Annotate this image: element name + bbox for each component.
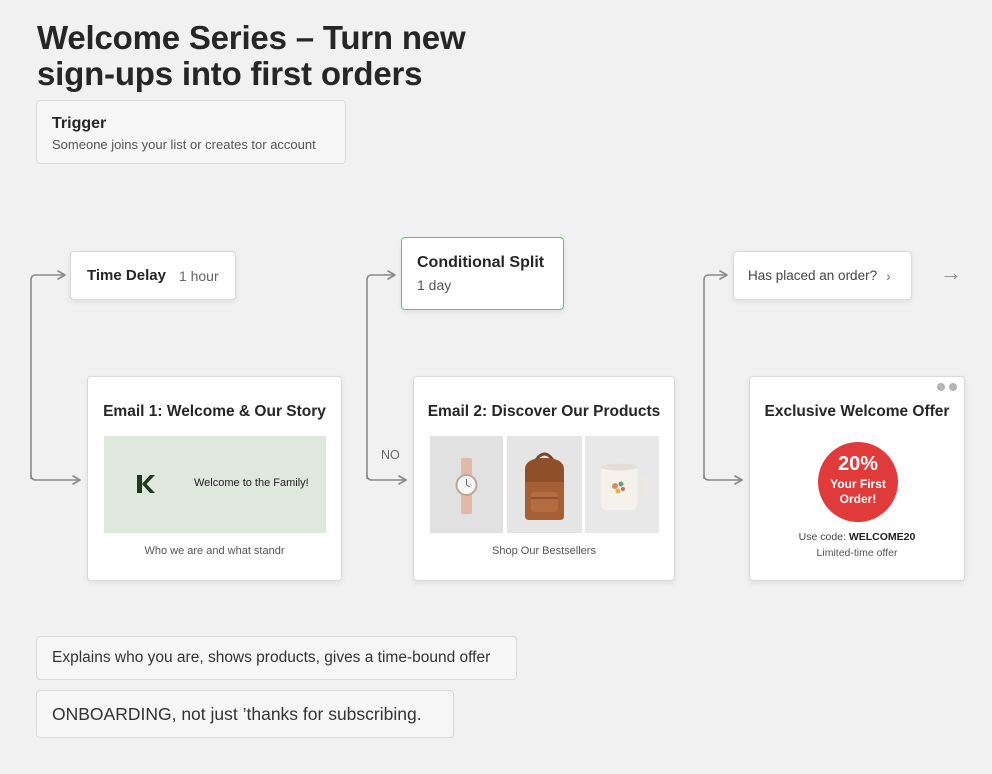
email-2-card[interactable]: Email 2: Discover Our Products [413,376,675,581]
email-1-title: Email 1: Welcome & Our Story [103,403,326,420]
watch-icon [455,458,478,514]
brand-logo-icon [137,475,155,493]
email-1-hero-text: Welcome to the Family! [194,477,309,489]
promo-code-value: WELCOME20 [848,531,916,543]
product-backpack-image [507,436,582,533]
product-mug-image [585,436,659,533]
discount-percent: 20% [837,453,879,475]
email-1-card[interactable]: Email 1: Welcome & Our Story Welcome to … [87,376,342,581]
backpack-icon [525,452,564,520]
email-3-title: Exclusive Welcome Offer [764,403,950,420]
offer-footer: Limited-time offer [816,547,898,559]
order-check-node[interactable]: Has placed an order? › [733,251,912,300]
trigger-title: Trigger [52,115,107,132]
email-3-card[interactable]: Exclusive Welcome Offer 20% Your First O… [749,376,965,581]
promo-code-line: Use code: WELCOME20 [750,531,964,543]
onboarding-note: ONBOARDING, not just ’thanks for subscri… [36,690,454,738]
discount-line-2: Order! [839,492,877,506]
email-1-hero-image: Welcome to the Family! [104,436,326,533]
connector-to-time-delay [30,270,66,479]
promo-code-label: Use code: [798,531,849,543]
summary-note: Explains who you are, shows products, gi… [36,636,517,680]
dot [937,383,945,391]
chevron-right-icon: › [886,267,891,284]
discount-badge: 20% Your First Order! [818,442,898,522]
conditional-split-title: Conditional Split [417,254,545,271]
page-title: Welcome Series – Turn new sign-ups into … [37,19,466,92]
email-2-title: Email 2: Discover Our Products [427,403,661,420]
conditional-split-node[interactable]: Conditional Split 1 day [401,237,564,310]
arrow-right-icon[interactable]: → [940,260,962,285]
email-2-caption: Shop Our Bestsellers [492,545,596,557]
connector-to-email-3 [703,474,743,485]
mug-icon [601,463,650,510]
time-delay-node[interactable]: Time Delay 1 hour [70,251,236,300]
discount-line-1: Your First [830,477,886,491]
trigger-card[interactable]: Trigger Someone joins your list or creat… [36,100,346,164]
email-1-caption: Who we are and what standr [144,545,285,557]
connector-to-email-1 [30,474,81,485]
connector-to-order-check [703,270,728,479]
connector-to-conditional-split [366,270,396,479]
branch-label-no: NO [381,448,400,462]
more-options-icon[interactable] [937,383,957,391]
trigger-description: Someone joins your list or creates tor a… [52,137,316,152]
product-watch-image [430,436,503,533]
connector-to-email-2 [366,474,407,485]
time-delay-value: 1 hour [178,267,219,284]
conditional-split-value: 1 day [417,277,452,293]
time-delay-title: Time Delay [87,267,166,284]
order-check-label: Has placed an order? [748,268,878,283]
dot [949,383,957,391]
